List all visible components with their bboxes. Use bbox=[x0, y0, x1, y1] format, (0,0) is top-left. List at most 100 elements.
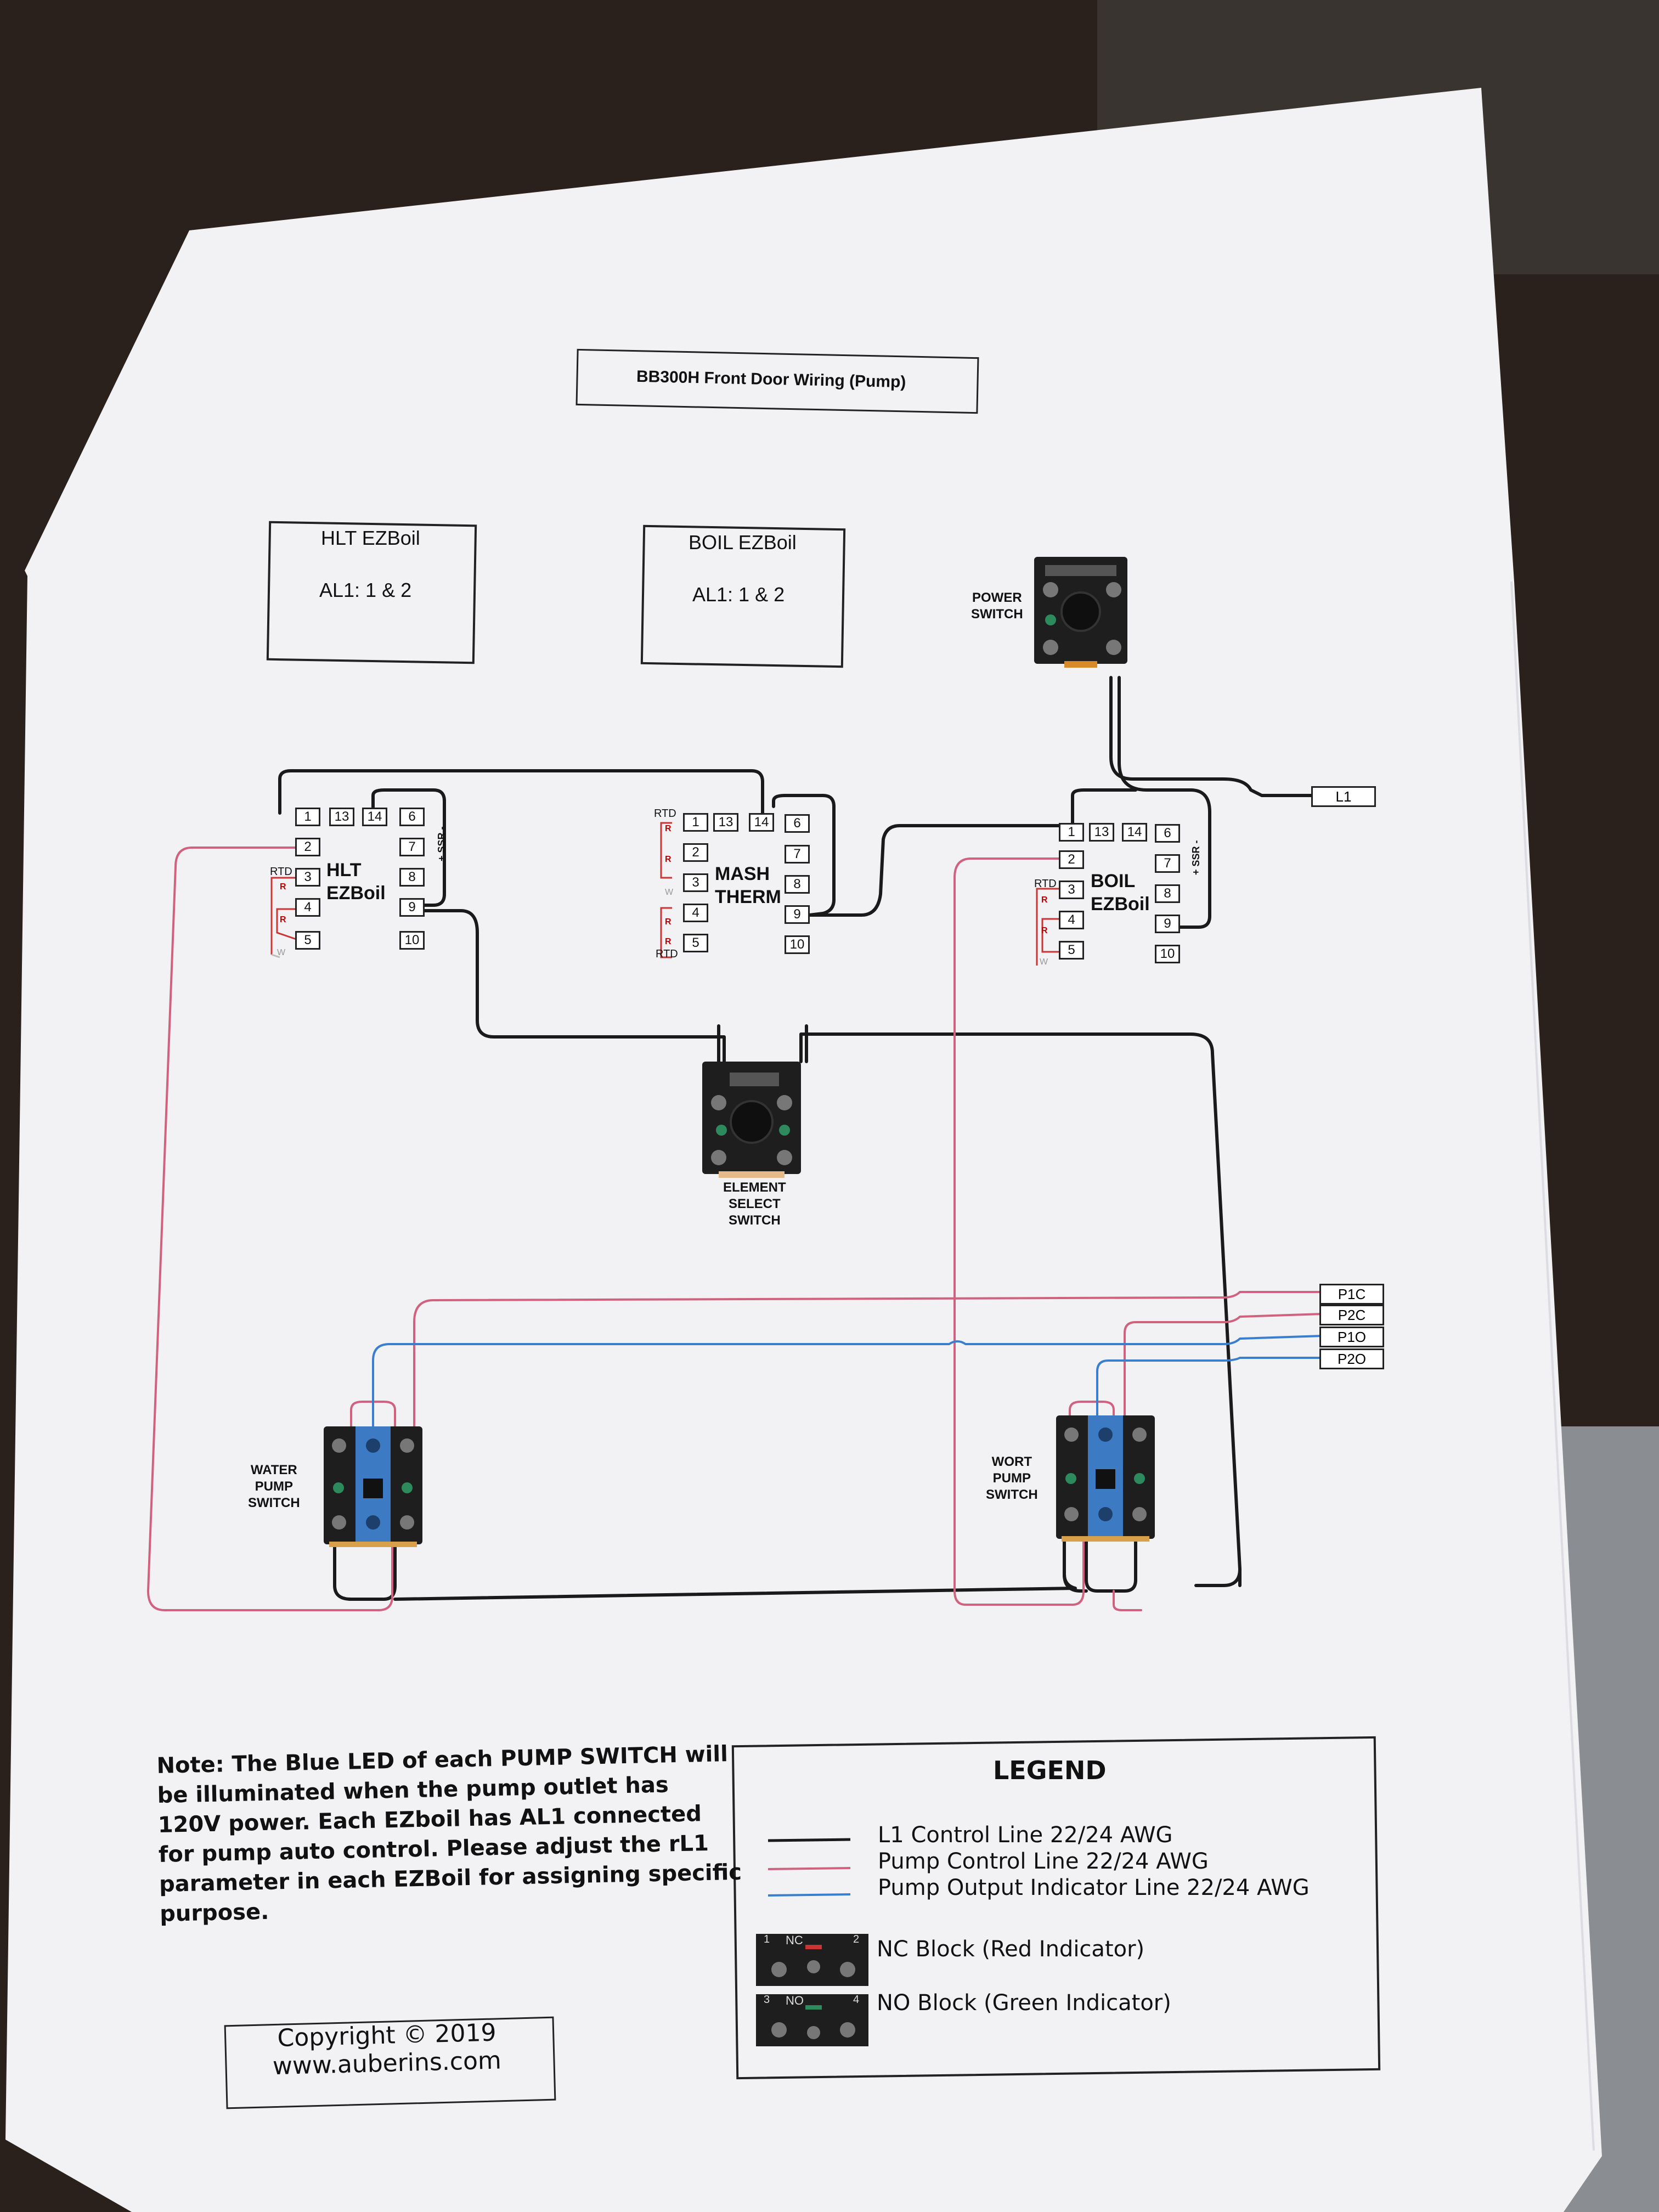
pump-switch-note: Note: The Blue LED of each PUMP SWITCH w… bbox=[156, 1741, 742, 1927]
hlt-rtd-label: RTD bbox=[270, 866, 292, 878]
wort-pump-switch-label: WORT PUMP SWITCH bbox=[986, 1454, 1038, 1502]
mash-terminal-2: 2 bbox=[683, 843, 708, 862]
hlt-terminal-3: 3 bbox=[295, 868, 320, 887]
l1-terminal: L1 bbox=[1311, 786, 1376, 807]
boil-terminal-4: 4 bbox=[1059, 911, 1084, 929]
mash-r-label-4: R bbox=[665, 937, 672, 946]
hlt-box-name: HLT EZBoil bbox=[321, 527, 420, 549]
boil-box-alarm: AL1: 1 & 2 bbox=[692, 583, 785, 606]
hlt-terminal-1: 1 bbox=[295, 808, 320, 826]
mash-rtd-label-bottom: RTD bbox=[656, 948, 678, 960]
hlt-r-label-1: R bbox=[280, 882, 286, 891]
legend-graphics bbox=[731, 1736, 1381, 2080]
element-select-switch-label: ELEMENT SELECT SWITCH bbox=[723, 1180, 786, 1228]
p1o-terminal: P1O bbox=[1319, 1327, 1384, 1347]
control-lines bbox=[278, 676, 1313, 1601]
water-pump-switch-label: WATER PUMP SWITCH bbox=[248, 1463, 300, 1510]
power-switch bbox=[1034, 557, 1127, 668]
paper-surface bbox=[5, 88, 1602, 2212]
boil-box-name: BOIL EZBoil bbox=[689, 531, 797, 554]
legend-pump-control-line: Pump Control Line 22/24 AWG bbox=[878, 1849, 1209, 1874]
mash-terminal-4: 4 bbox=[683, 904, 708, 922]
mash-terminal-14: 14 bbox=[749, 813, 774, 832]
rtd-wires bbox=[270, 822, 1064, 966]
boil-ssr-label: + SSR - bbox=[1190, 840, 1201, 875]
power-switch-label: POWER SWITCH bbox=[971, 590, 1023, 622]
copyright-url: www.auberins.com bbox=[272, 2046, 502, 2081]
mash-r-label-3: R bbox=[665, 917, 672, 927]
mash-terminal-3: 3 bbox=[683, 873, 708, 892]
no-num-1: 3 bbox=[764, 1994, 770, 2006]
boil-terminal-13: 13 bbox=[1089, 823, 1114, 842]
nc-block-image bbox=[756, 1934, 868, 1986]
hlt-terminal-14: 14 bbox=[362, 808, 387, 826]
boil-terminal-7: 7 bbox=[1155, 854, 1180, 873]
title-frame bbox=[575, 348, 979, 414]
mash-terminal-9: 9 bbox=[785, 905, 810, 924]
boil-r-label-2: R bbox=[1041, 926, 1048, 935]
legend-pump-output-line: Pump Output Indicator Line 22/24 AWG bbox=[878, 1875, 1310, 1900]
hlt-w-label: W bbox=[277, 948, 286, 957]
hlt-terminal-13: 13 bbox=[329, 808, 354, 826]
hlt-terminal-10: 10 bbox=[399, 931, 425, 950]
no-tag: NO bbox=[786, 1994, 804, 2007]
copyright-box: Copyright © 2019 www.auberins.com bbox=[272, 2018, 501, 2081]
legend-no-block: NO Block (Green Indicator) bbox=[877, 1990, 1171, 2016]
p2o-terminal: P2O bbox=[1319, 1348, 1384, 1369]
boil-terminal-1: 1 bbox=[1059, 823, 1084, 842]
pump-control-lines bbox=[147, 847, 1323, 1611]
boil-terminal-2: 2 bbox=[1059, 850, 1084, 869]
p1c-terminal: P1C bbox=[1319, 1284, 1384, 1305]
mash-terminal-1: 1 bbox=[683, 813, 708, 832]
mash-terminal-6: 6 bbox=[785, 814, 810, 833]
copyright-frame bbox=[224, 2016, 556, 2109]
hlt-box-frame bbox=[266, 521, 477, 664]
hlt-terminal-9: 9 bbox=[399, 898, 425, 917]
legend-nc-block: NC Block (Red Indicator) bbox=[877, 1937, 1145, 1962]
mash-therm-name: MASH THERM bbox=[715, 864, 781, 907]
hlt-terminal-4: 4 bbox=[295, 898, 320, 917]
boil-terminal-8: 8 bbox=[1155, 884, 1180, 903]
hlt-ssr-label: + SSR - bbox=[436, 826, 447, 861]
boil-terminal-6: 6 bbox=[1155, 824, 1180, 843]
mash-terminal-5: 5 bbox=[683, 934, 708, 952]
boil-rtd-label: RTD bbox=[1034, 878, 1057, 890]
element-select-switch bbox=[702, 1062, 801, 1178]
boil-terminal-14: 14 bbox=[1122, 823, 1147, 842]
hlt-terminal-2: 2 bbox=[295, 838, 320, 856]
boil-terminal-10: 10 bbox=[1155, 945, 1180, 963]
nc-num-2: 2 bbox=[853, 1933, 860, 1945]
hlt-ezboil-name: HLT EZBoil bbox=[326, 860, 386, 904]
mash-terminal-10: 10 bbox=[785, 935, 810, 954]
mash-rtd-label-top: RTD bbox=[654, 808, 676, 820]
boil-w-label: W bbox=[1040, 957, 1048, 967]
water-pump-switch bbox=[324, 1426, 422, 1547]
wort-pump-switch bbox=[1056, 1415, 1155, 1542]
hlt-terminal-8: 8 bbox=[399, 868, 425, 887]
boil-box-frame bbox=[640, 524, 846, 668]
boil-terminal-9: 9 bbox=[1155, 915, 1180, 933]
no-num-2: 4 bbox=[853, 1994, 860, 2006]
hlt-terminal-7: 7 bbox=[399, 838, 425, 856]
mash-r-label-2: R bbox=[665, 855, 672, 864]
mash-terminal-13: 13 bbox=[713, 813, 738, 832]
mash-terminal-7: 7 bbox=[785, 845, 810, 864]
boil-terminal-5: 5 bbox=[1059, 941, 1084, 960]
hlt-terminal-6: 6 bbox=[399, 808, 425, 826]
legend-control-line: L1 Control Line 22/24 AWG bbox=[878, 1822, 1173, 1848]
hlt-box-alarm: AL1: 1 & 2 bbox=[319, 579, 412, 601]
mash-terminal-8: 8 bbox=[785, 875, 810, 894]
hlt-terminal-5: 5 bbox=[295, 931, 320, 950]
boil-terminal-3: 3 bbox=[1059, 881, 1084, 899]
boil-ezboil-name: BOIL EZBoil bbox=[1091, 871, 1150, 915]
hlt-r-label-2: R bbox=[280, 915, 286, 924]
nc-num-1: 1 bbox=[764, 1933, 770, 1945]
nc-tag: NC bbox=[786, 1933, 803, 1947]
boil-r-label-1: R bbox=[1041, 895, 1048, 905]
legend-title: LEGEND bbox=[993, 1756, 1107, 1785]
paper-fold-edge bbox=[1510, 581, 1595, 2151]
pump-output-lines bbox=[372, 1335, 1323, 1427]
p2c-terminal: P2C bbox=[1319, 1305, 1384, 1325]
mash-w-label: W bbox=[665, 888, 674, 897]
